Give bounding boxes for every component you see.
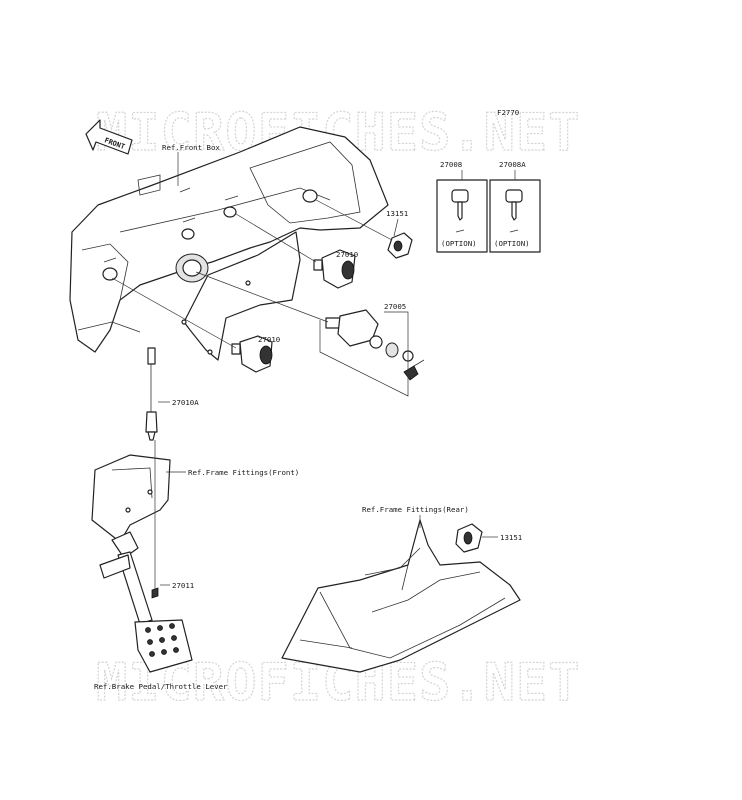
switch-27010-top <box>313 249 356 289</box>
part-27010-mid-label: 27010 <box>258 335 280 344</box>
option-label-27008A: (OPTION) <box>494 239 530 248</box>
part-27010A-label: 27010A <box>172 398 199 407</box>
option-label-27008: (OPTION) <box>441 239 477 248</box>
key-27008-box: (OPTION) <box>436 179 488 253</box>
part-27011-label: 27011 <box>172 581 194 590</box>
mounting-bracket <box>181 231 301 361</box>
ref-brake-pedal-label: Ref.Brake Pedal/Throttle Lever <box>94 682 228 691</box>
switch-27010A <box>145 347 158 441</box>
figure-code: F2770 <box>497 108 519 117</box>
front-arrow-icon: FRONT <box>85 119 133 155</box>
ref-frame-front-label: Ref.Frame Fittings(Front) <box>188 468 299 477</box>
part-27005-label: 27005 <box>384 302 406 311</box>
ignition-switch-27005 <box>325 309 425 381</box>
part-27008-label: 27008 <box>440 160 462 169</box>
part-13151-rear-label: 13151 <box>500 533 522 542</box>
socket-13151-rear <box>455 523 483 553</box>
key-27008A-box: (OPTION) <box>489 179 541 253</box>
part-13151-top-label: 13151 <box>386 209 408 218</box>
ref-front-box-label: Ref.Front Box <box>162 143 220 152</box>
socket-13151-top <box>387 232 413 259</box>
switch-27010-mid <box>231 335 273 373</box>
frame-fitting-front <box>91 454 171 543</box>
ref-frame-rear-label: Ref.Frame Fittings(Rear) <box>362 505 469 514</box>
part-27008A-label: 27008A <box>499 160 526 169</box>
watermark-top: MICROFICHES.NET <box>96 103 581 163</box>
front-box-panel <box>69 126 389 353</box>
part-27010-top-label: 27010 <box>336 250 358 259</box>
frame-fitting-rear <box>281 519 521 673</box>
brake-pedal <box>99 531 193 673</box>
